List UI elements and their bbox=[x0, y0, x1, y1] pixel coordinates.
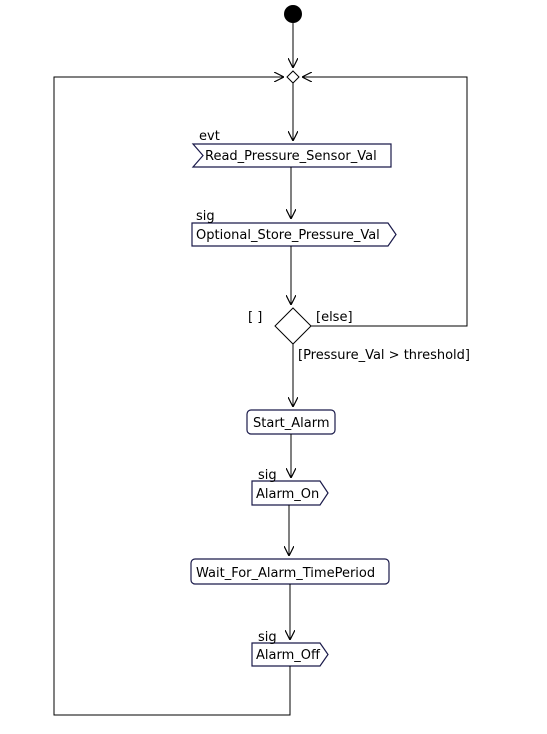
read-pressure-event-label: Read_Pressure_Sensor_Val bbox=[205, 149, 377, 164]
flow-alarm-off-loop bbox=[53, 77, 291, 716]
alarm-on-label: Alarm_On bbox=[256, 487, 319, 502]
flow-else-loop bbox=[302, 77, 468, 327]
wait-alarm-label: Wait_For_Alarm_TimePeriod bbox=[196, 566, 375, 581]
store-pressure-signal-label: Optional_Store_Pressure_Val bbox=[196, 228, 380, 243]
wait-alarm-action[interactable]: Wait_For_Alarm_TimePeriod bbox=[190, 558, 390, 585]
guard-empty: [ ] bbox=[248, 310, 262, 325]
start-alarm-action[interactable]: Start_Alarm bbox=[246, 409, 336, 435]
alarm-on-stereotype: sig bbox=[258, 468, 277, 483]
initial-node[interactable] bbox=[284, 5, 302, 23]
start-alarm-label: Start_Alarm bbox=[253, 416, 330, 431]
guard-threshold: [Pressure_Val > threshold] bbox=[298, 348, 470, 363]
alarm-off-label: Alarm_Off bbox=[256, 648, 321, 663]
decision-node[interactable] bbox=[274, 307, 312, 345]
store-signal-stereotype: sig bbox=[196, 209, 215, 224]
read-event-stereotype: evt bbox=[199, 129, 220, 144]
alarm-off-stereotype: sig bbox=[258, 630, 277, 645]
merge-node[interactable] bbox=[286, 70, 300, 84]
read-pressure-event-node[interactable]: Read_Pressure_Sensor_Val bbox=[191, 143, 392, 168]
guard-else: [else] bbox=[316, 310, 353, 325]
alarm-on-signal-node[interactable]: Alarm_On bbox=[251, 480, 329, 506]
store-pressure-signal-node[interactable]: Optional_Store_Pressure_Val bbox=[191, 222, 397, 247]
alarm-off-signal-node[interactable]: Alarm_Off bbox=[251, 642, 329, 667]
